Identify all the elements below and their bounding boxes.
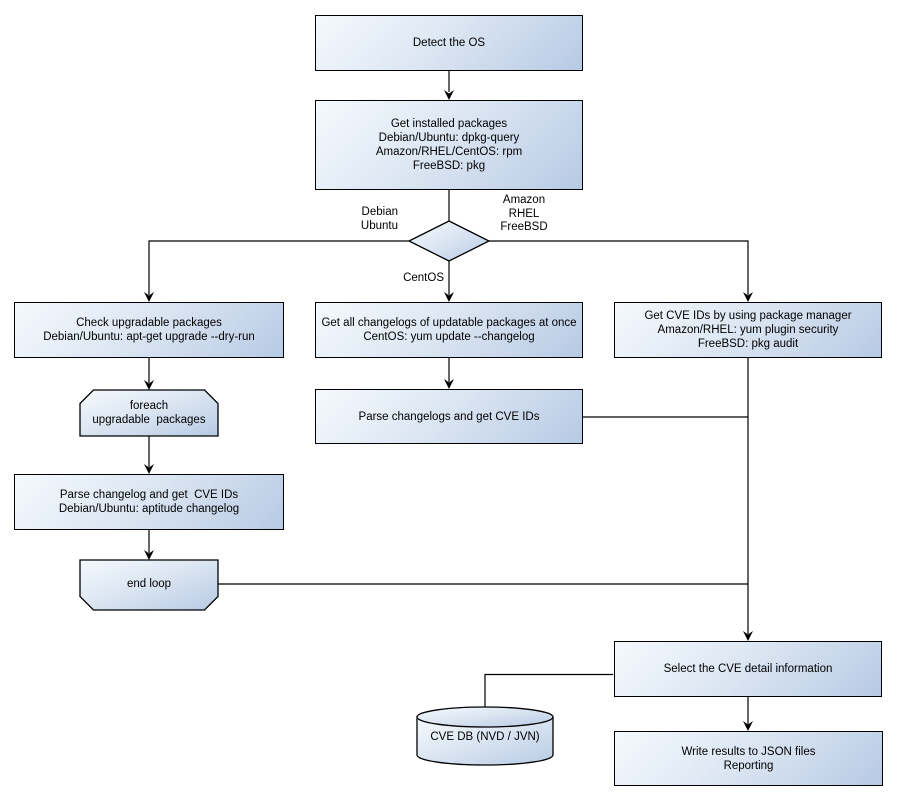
edge-label-centos: CentOS (403, 272, 444, 284)
node-write-results: Write results to JSON files Reporting (614, 731, 883, 786)
node-select-cve-detail: Select the CVE detail information (614, 641, 882, 697)
node-detect-os: Detect the OS (315, 15, 583, 71)
edge-decision-to-get-cve-ids (489, 240, 749, 295)
node-parse-changelog-aptitude: Parse changelog and get CVE IDs Debian/U… (14, 474, 284, 530)
node-parse-changelogs: Parse changelogs and get CVE IDs (315, 389, 583, 444)
cve-db-cylinder-body (416, 717, 554, 766)
end-loop-shape (79, 559, 219, 611)
node-check-upgradable-packages: Check upgradable packages Debian/Ubuntu:… (14, 302, 284, 358)
node-get-all-changelogs: Get all changelogs of updatable packages… (315, 302, 583, 358)
connectors (148, 71, 749, 724)
edge-label-amazon-rhel-freebsd: Amazon RHEL FreeBSD (500, 194, 548, 233)
foreach-loop-shape (79, 389, 219, 437)
node-get-cve-ids-pkg-manager: Get CVE IDs by using package manager Ama… (614, 302, 882, 358)
edge-label-debian-ubuntu: Debian Ubuntu (360, 206, 398, 232)
edge-decision-to-check-upgradable (148, 240, 409, 295)
os-decision-diamond (407, 220, 491, 262)
node-get-installed-packages: Get installed packages Debian/Ubuntu: dp… (315, 100, 583, 190)
arrowheads (144, 90, 753, 731)
edge-cvedb-to-select (484, 673, 613, 707)
cve-db-cylinder-top (416, 706, 554, 728)
